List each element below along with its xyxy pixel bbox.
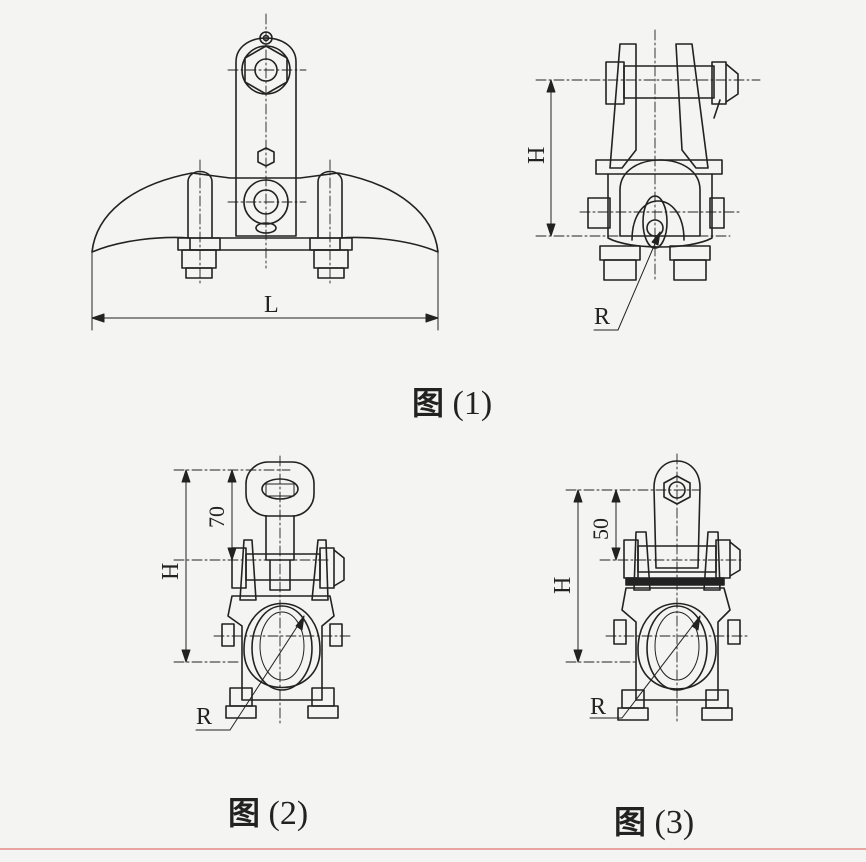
fig3-radius-label: R — [590, 694, 606, 720]
fig2-radius-label: R — [196, 704, 212, 730]
figure-3-caption: 图 (3) — [614, 797, 694, 843]
figure-1-front-view — [91, 13, 439, 331]
page-bottom-rule — [0, 848, 866, 850]
figure-2-caption: 图 (2) — [228, 788, 308, 834]
fig3-upper-dimension-label: 50 — [588, 518, 613, 540]
fig1-length-label: L — [264, 292, 279, 318]
fig1-height-label: H — [524, 147, 550, 164]
fig2-upper-dimension-label: 70 — [204, 506, 229, 528]
figure-3-view — [565, 453, 751, 725]
figure-2-caption-prefix: 图 — [228, 794, 261, 832]
figure-1-caption-prefix: 图 — [412, 384, 445, 422]
fig2-height-label: H — [158, 563, 184, 580]
figure-1-caption-number: (1) — [452, 385, 493, 422]
figure-1-caption: 图 (1) — [412, 378, 492, 424]
figure-3-caption-number: (3) — [654, 804, 695, 841]
figure-2-caption-number: (2) — [268, 795, 309, 832]
figure-3-caption-prefix: 图 — [614, 803, 647, 841]
fig1-radius-label: R — [594, 304, 610, 330]
figure-2-view — [173, 455, 351, 731]
figure-1-side-view — [535, 29, 761, 331]
fig3-height-label: H — [550, 577, 576, 594]
